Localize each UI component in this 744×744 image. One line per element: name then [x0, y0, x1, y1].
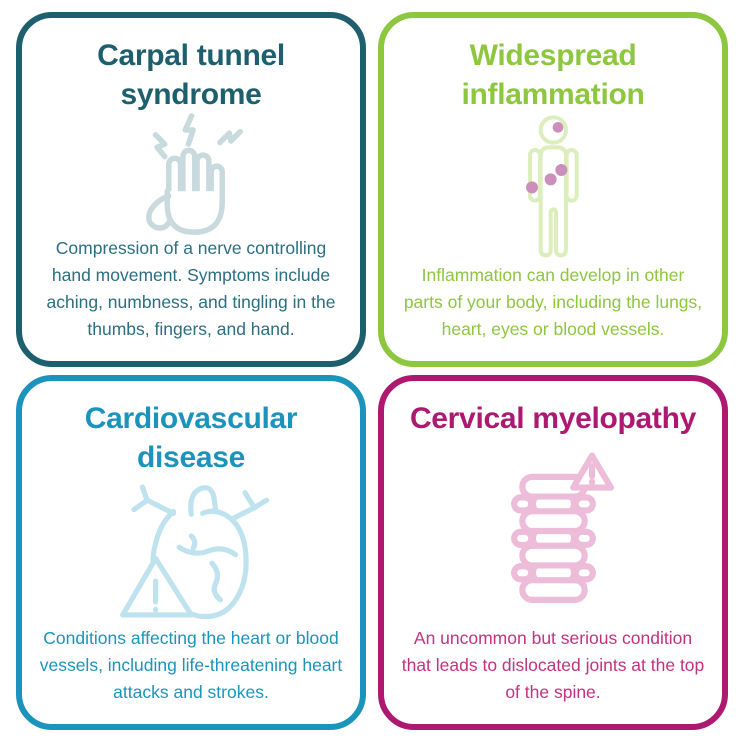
card-cardiovascular-disease: Cardiovascular disease Con — [16, 375, 366, 730]
card-description: An uncommon but serious condition that l… — [401, 627, 705, 702]
warning-triangle-icon — [569, 452, 614, 491]
inflammation-spots-icon — [525, 121, 567, 194]
anatomical-heart-icon — [131, 484, 269, 619]
heart-warning-icon — [102, 477, 281, 625]
warning-triangle-icon — [119, 555, 194, 618]
card-title: Widespread inflammation — [461, 39, 645, 111]
card-description: Compression of a nerve controlling hand … — [46, 237, 336, 339]
card-description: Inflammation can develop in other parts … — [403, 264, 703, 339]
open-hand-icon — [146, 147, 226, 236]
hand-nerve-icon — [124, 113, 258, 236]
card-title: Carpal tunnel syndrome — [97, 39, 285, 111]
card-cervical-myelopathy: Cervical myelopathy — [378, 375, 728, 730]
card-carpal-tunnel-syndrome: Carpal tunnel syndrome Compression of — [16, 12, 366, 367]
card-title: Cardiovascular disease — [84, 402, 298, 474]
spine-warning-icon — [492, 438, 615, 625]
inflamed-body-icon — [500, 114, 607, 262]
card-widespread-inflammation: Widespread inflammation Inflammation can… — [378, 12, 728, 367]
nerve-zap-icon — [152, 113, 244, 160]
card-description: Conditions affecting the heart or blood … — [39, 627, 343, 702]
card-title: Cervical myelopathy — [409, 402, 697, 435]
vertebrae-icon — [510, 474, 596, 604]
